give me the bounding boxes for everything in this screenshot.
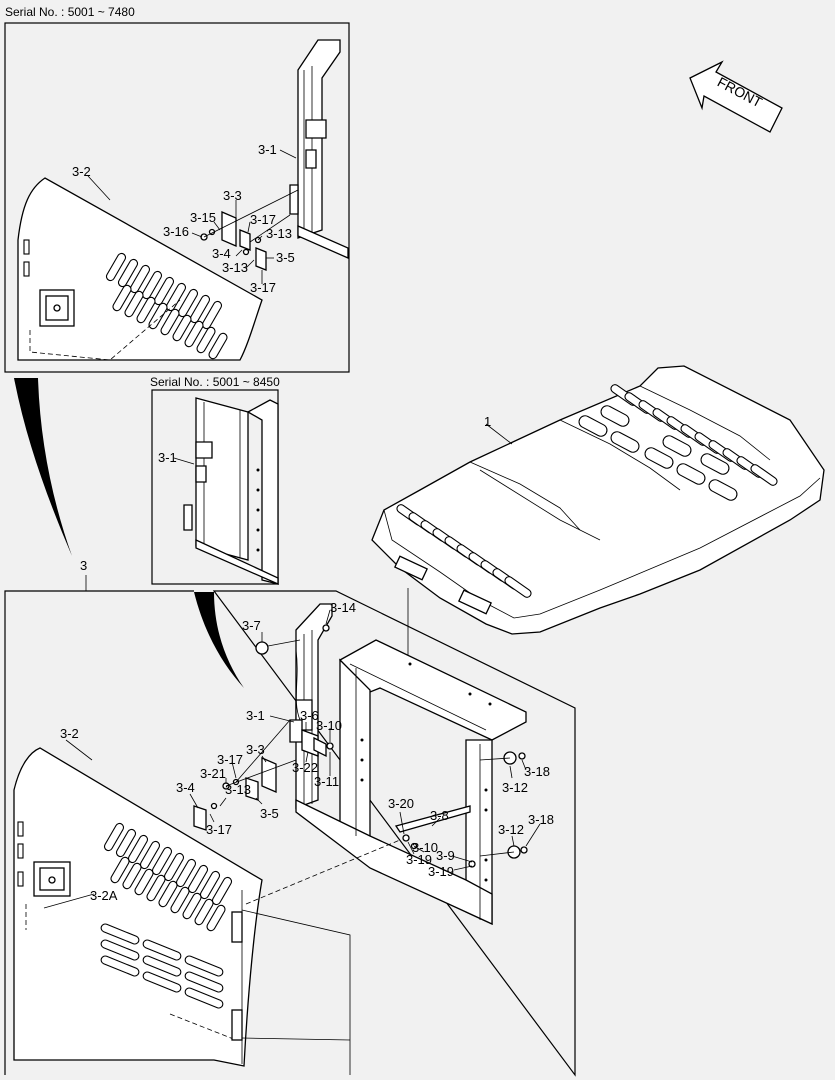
inset-mid-label-3-1: 3-1 — [158, 450, 177, 465]
label-3-18-upper: 3-18 — [524, 764, 550, 779]
label-3-1-main: 3-1 — [246, 708, 265, 723]
cover-vent-slots-front — [396, 504, 532, 598]
label-3-17-main-upper: 3-17 — [217, 752, 243, 767]
callout-arrow-left — [14, 378, 72, 556]
label-3-4: 3-4 — [212, 246, 231, 261]
label-group-3: 3 — [80, 558, 87, 573]
label-3-20: 3-20 — [388, 796, 414, 811]
label-3-4-main: 3-4 — [176, 780, 195, 795]
rod-3-8 — [394, 805, 471, 833]
label-3-21: 3-21 — [200, 766, 226, 781]
label-3-2a: 3-2A — [90, 888, 118, 903]
front-direction-arrow: FRONT — [689, 60, 783, 133]
label-3-14: 3-14 — [330, 600, 356, 615]
main-assembly-frame — [4, 590, 576, 1077]
label-3-18-lower: 3-18 — [528, 812, 554, 827]
cover-hinges — [394, 555, 492, 615]
label-3-3: 3-3 — [223, 188, 242, 203]
main-door-handle — [33, 861, 71, 897]
label-3-6: 3-6 — [300, 708, 319, 723]
label-3-10-upper: 3-10 — [316, 718, 342, 733]
main-door-vent-slots-bottom — [100, 923, 224, 1009]
label-3-2: 3-2 — [72, 164, 91, 179]
label-3-5: 3-5 — [276, 250, 295, 265]
label-3-17-upper: 3-17 — [250, 212, 276, 227]
label-3-12-lower: 3-12 — [498, 822, 524, 837]
knob-3-7 — [255, 641, 269, 655]
inset-mid-title: Serial No. : 5001 ~ 8450 — [150, 375, 280, 389]
callout-arrow-right — [194, 592, 244, 688]
inset-top-door-panel — [17, 177, 263, 361]
support-frame — [289, 603, 527, 926]
label-3-15: 3-15 — [190, 210, 216, 225]
inset-top-title: Serial No. : 5001 ~ 7480 — [5, 5, 135, 19]
main-assembly-3: 3 — [4, 558, 576, 1077]
label-3-13-upper: 3-13 — [266, 226, 292, 241]
label-3-16: 3-16 — [163, 224, 189, 239]
cover-vent-slots-rear — [610, 384, 778, 486]
inset-mid-frame-post — [183, 397, 279, 585]
label-3-19-upper: 3-19 — [406, 852, 432, 867]
label-3-13-lower: 3-13 — [222, 260, 248, 275]
inset-top-door-handle — [39, 289, 75, 327]
inset-top-latch-parts — [200, 189, 299, 271]
label-3-22: 3-22 — [292, 760, 318, 775]
inset-mid: Serial No. : 5001 ~ 8450 3-1 — [150, 375, 280, 585]
main-leaders — [43, 609, 541, 909]
inset-top: Serial No. : 5001 ~ 7480 — [4, 5, 350, 373]
label-3-3-main: 3-3 — [246, 742, 265, 757]
label-3-12-upper: 3-12 — [502, 780, 528, 795]
main-labels: 3-14 3-7 3-1 3-6 3-10 3-22 3-11 3-2 3-17… — [60, 600, 554, 903]
engine-cover-part-1: 1 — [371, 365, 825, 665]
label-3-7: 3-7 — [242, 618, 261, 633]
main-latch-parts — [193, 624, 528, 868]
label-3-11: 3-11 — [314, 774, 339, 789]
label-3-5-main: 3-5 — [260, 806, 279, 821]
cover-side-slots — [578, 405, 738, 501]
label-3-1: 3-1 — [258, 142, 277, 157]
main-door-vent-slots-top — [103, 822, 233, 932]
label-3-13-main: 3-13 — [225, 782, 251, 797]
label-3-19-lower: 3-19 — [428, 864, 454, 879]
inset-top-frame-post — [289, 39, 349, 259]
label-3-17-lower: 3-17 — [250, 280, 276, 295]
label-part-1: 1 — [484, 414, 491, 429]
label-3-17-main-lower: 3-17 — [206, 822, 232, 837]
label-3-8: 3-8 — [430, 808, 449, 823]
inset-top-leaders — [87, 149, 297, 284]
inset-top-labels: 3-1 3-2 3-3 3-15 3-16 3-17 3-13 3-4 3-13… — [72, 142, 295, 295]
label-3-9: 3-9 — [436, 848, 455, 863]
label-3-2-main: 3-2 — [60, 726, 79, 741]
inset-top-vent-slots — [105, 252, 228, 360]
inset-top-frame — [4, 22, 350, 373]
main-door-panel — [13, 747, 401, 1075]
label-3-10-lower: 3-10 — [412, 840, 438, 855]
